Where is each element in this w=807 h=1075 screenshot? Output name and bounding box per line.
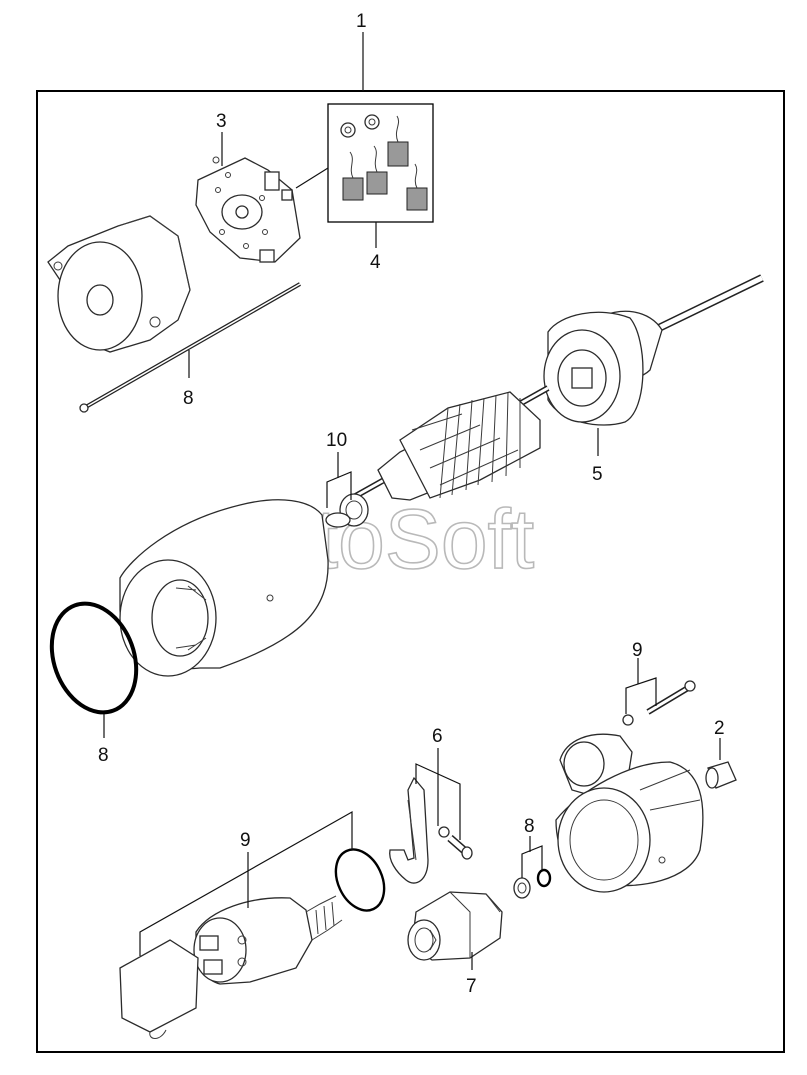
rear-end-cover (47, 215, 191, 353)
callout-2: 2 (714, 718, 725, 739)
armature (350, 385, 550, 501)
bushing (705, 761, 737, 789)
solenoid-seal-ring (334, 848, 386, 912)
thrust-washer (513, 868, 552, 899)
callout-9-bolt: 9 (632, 640, 643, 661)
drive-end-ring (543, 274, 764, 426)
callout-10: 10 (326, 430, 347, 451)
leader-10 (326, 471, 352, 508)
leader-9-solenoid (139, 810, 353, 956)
o-ring (49, 601, 139, 715)
pivot-pin (438, 826, 473, 860)
callout-8-bolt: 8 (183, 388, 194, 409)
callout-7: 7 (466, 976, 477, 997)
field-housing (119, 499, 329, 677)
solenoid-switch (193, 895, 343, 985)
callout-5: 5 (592, 464, 603, 485)
callout-1: 1 (356, 11, 367, 32)
drive-end-housing (555, 733, 704, 893)
leader-9-bolt (625, 677, 657, 714)
brush-holder-plate (195, 156, 301, 263)
through-bolt (79, 282, 301, 413)
callout-8-ring: 8 (98, 745, 109, 766)
connector-4 (295, 167, 329, 189)
brush-kit (327, 103, 434, 223)
pinion-clutch (407, 891, 503, 961)
callout-9-solenoid: 9 (240, 830, 251, 851)
shift-lever (389, 776, 429, 884)
solenoid-cover (119, 939, 199, 1039)
callout-3: 3 (216, 111, 227, 132)
leader-8-washer (521, 845, 543, 878)
callout-6: 6 (432, 726, 443, 747)
callout-4: 4 (370, 252, 381, 273)
callout-8-washer: 8 (524, 816, 535, 837)
bearing (325, 493, 369, 528)
assembly-frame (36, 90, 785, 1053)
mounting-bolt (622, 680, 696, 726)
